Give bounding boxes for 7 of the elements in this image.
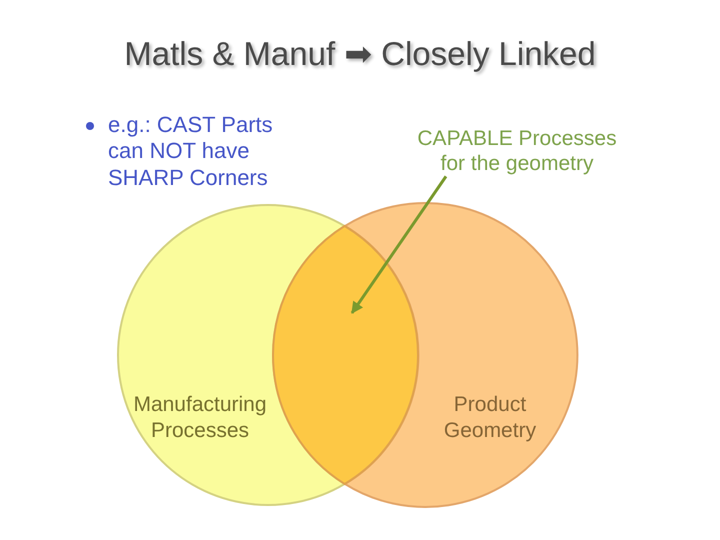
overlap-region bbox=[272, 225, 419, 485]
leader-arrow bbox=[350, 176, 448, 314]
callout-text: CAPABLE Processes for the geometry bbox=[406, 126, 628, 176]
circle-label: Manufacturing Processes bbox=[132, 392, 268, 444]
bullet-text: e.g.: CAST Parts can NOT have SHARP Corners bbox=[84, 112, 293, 192]
circle-label: Product Geometry bbox=[442, 392, 538, 444]
slide-title: Matls & Manuf ➡ Closely Linked bbox=[124, 34, 596, 73]
